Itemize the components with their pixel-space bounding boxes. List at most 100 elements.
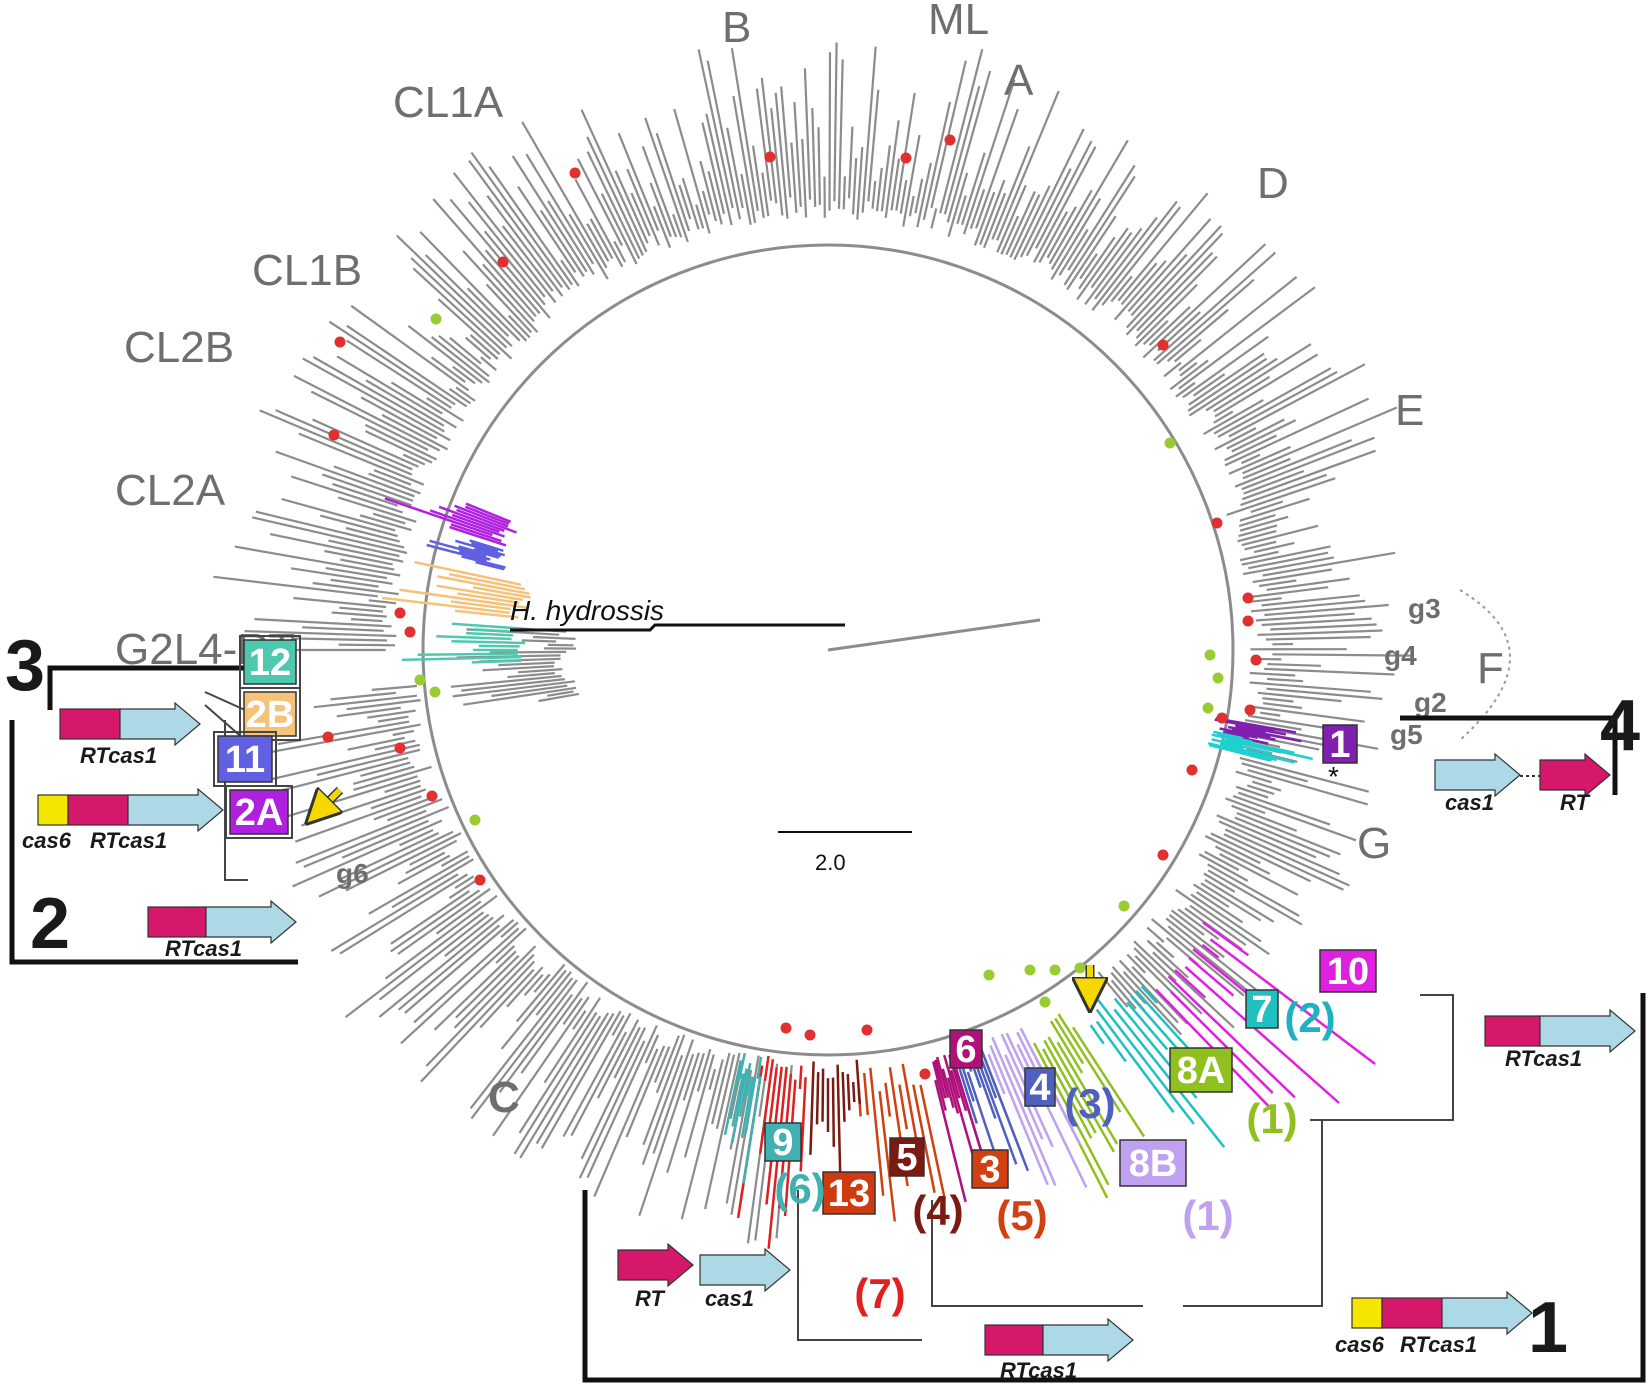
node-marker xyxy=(426,790,438,802)
group-number-1: 1 xyxy=(1528,1288,1568,1368)
gene-cas6-rtcas1-group1: cas6 RTcas1 xyxy=(1335,1290,1533,1357)
clade-box-1: 1 xyxy=(1322,724,1358,766)
clade-label-cl1a: CL1A xyxy=(393,78,504,127)
node-marker xyxy=(764,151,776,163)
svg-text:4: 4 xyxy=(1029,1067,1050,1109)
node-marker xyxy=(1157,849,1169,861)
scale-bar-label: 2.0 xyxy=(815,850,846,875)
node-marker xyxy=(1242,592,1254,604)
svg-text:cas1: cas1 xyxy=(1445,790,1494,815)
gene-rtcas1-group3: RTcas1 xyxy=(59,701,201,768)
svg-text:cas6: cas6 xyxy=(22,828,72,853)
gene-cas1-group4: cas1 xyxy=(1434,752,1521,815)
clade-count: (2) xyxy=(1284,994,1335,1041)
svg-text:RTcas1: RTcas1 xyxy=(1400,1332,1477,1357)
tree-backbone xyxy=(421,243,1235,1057)
clade-label-cl2b: CL2B xyxy=(124,323,234,372)
gene-rtcas1-group2: RTcas1 xyxy=(147,899,297,961)
node-marker xyxy=(1118,900,1130,912)
clade-box-6: 6 xyxy=(949,1029,983,1071)
node-marker xyxy=(900,152,912,164)
svg-text:8A: 8A xyxy=(1177,1050,1226,1092)
svg-text:12: 12 xyxy=(249,642,291,684)
svg-text:13: 13 xyxy=(828,1173,870,1215)
node-marker xyxy=(1242,615,1254,627)
clade-box-8a: 8A xyxy=(1169,1047,1233,1093)
tips-upper xyxy=(213,42,1398,652)
clade-branch-2 xyxy=(1030,1013,1146,1199)
node-marker xyxy=(1204,649,1216,661)
svg-text:7: 7 xyxy=(1251,989,1272,1031)
svg-text:11: 11 xyxy=(225,739,265,781)
clade-label-f: F xyxy=(1477,644,1504,693)
node-marker xyxy=(1244,704,1256,716)
node-marker xyxy=(983,969,995,981)
clade-box-9: 9 xyxy=(764,1122,802,1164)
svg-text:RTcas1: RTcas1 xyxy=(80,743,157,768)
clade-branch-15 xyxy=(1207,730,1313,764)
gene-rtcas1-group1-top: RTcas1 xyxy=(1484,1008,1636,1071)
svg-text:RT: RT xyxy=(635,1286,665,1311)
subgroup-label-g2: g2 xyxy=(1414,687,1447,718)
clade-box-3: 3 xyxy=(971,1149,1009,1191)
node-marker xyxy=(944,134,956,146)
svg-text:RTcas1: RTcas1 xyxy=(1000,1358,1077,1383)
svg-text:5: 5 xyxy=(896,1137,917,1179)
clade-box-7: 7 xyxy=(1245,989,1279,1031)
node-marker xyxy=(919,1068,931,1080)
clade-count: (1) xyxy=(1246,1095,1297,1142)
gene-rt-group4: RT xyxy=(1539,752,1611,815)
svg-text:RTcas1: RTcas1 xyxy=(90,828,167,853)
clade-branch-7 xyxy=(809,1059,862,1188)
yellow-arrow-left xyxy=(318,790,340,812)
clade-counts: (2)(1)(3)(1)(6)(4)(5)(7) xyxy=(774,994,1335,1317)
clade-count: (4) xyxy=(912,1187,963,1234)
svg-text:cas6: cas6 xyxy=(1335,1332,1385,1357)
clade-label-g: G xyxy=(1357,819,1391,868)
clade-label-e: E xyxy=(1395,386,1424,435)
clade-branch-5 xyxy=(931,1054,984,1203)
clade-label-a: A xyxy=(1004,56,1034,105)
node-marker xyxy=(1212,672,1224,684)
clade-count: (6) xyxy=(774,1165,825,1212)
node-marker xyxy=(322,731,334,743)
clade-branch-13 xyxy=(384,497,517,547)
clade-branch-14 xyxy=(1214,717,1302,745)
tree-branches xyxy=(213,42,1411,1244)
clade-label-b: B xyxy=(722,3,751,52)
node-marker xyxy=(1202,702,1214,714)
clade-box-12: 12 xyxy=(239,635,301,689)
clade-branch-0 xyxy=(1155,921,1376,1109)
group-4-bracket xyxy=(1400,715,1618,795)
clade-box-8b: 8B xyxy=(1119,1139,1187,1187)
svg-text:2B: 2B xyxy=(246,694,295,736)
svg-text:cas1: cas1 xyxy=(705,1286,754,1311)
svg-text:RTcas1: RTcas1 xyxy=(165,936,242,961)
clade-box-11: 11 xyxy=(213,731,277,787)
group-3-bracket xyxy=(47,665,258,710)
node-marker xyxy=(469,814,481,826)
tips-lower-left xyxy=(270,684,793,1244)
clade-branch-12 xyxy=(426,539,506,571)
clade-count: (7) xyxy=(854,1270,905,1317)
node-marker xyxy=(1039,996,1051,1008)
svg-text:10: 10 xyxy=(1327,951,1369,993)
node-marker xyxy=(430,313,442,325)
node-marker xyxy=(804,1029,816,1041)
gene-rt-group1: RT xyxy=(617,1242,694,1311)
node-marker xyxy=(334,336,346,348)
node-marker xyxy=(1216,712,1228,724)
clade-branch-11 xyxy=(381,560,531,619)
node-marker xyxy=(1211,517,1223,529)
clade-label-c: C xyxy=(488,1073,520,1122)
node-marker xyxy=(394,742,406,754)
svg-text:9: 9 xyxy=(772,1122,793,1164)
node-marker xyxy=(404,626,416,638)
clade-box-13: 13 xyxy=(822,1171,876,1215)
gene-rtcas1-group1-bottom: RTcas1 xyxy=(984,1317,1134,1383)
asterisk-mark: * xyxy=(1328,761,1339,792)
node-marker xyxy=(1074,962,1086,974)
clade-label-d: D xyxy=(1257,159,1289,208)
